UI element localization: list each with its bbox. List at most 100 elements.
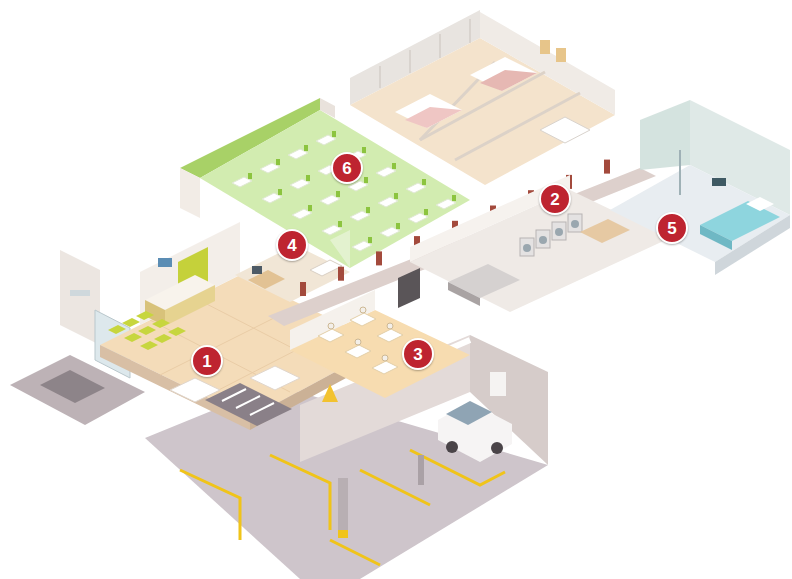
washer-door [555, 228, 563, 236]
door [300, 282, 306, 296]
plant [276, 159, 280, 165]
bathroom [540, 117, 590, 143]
glass-partition [330, 230, 350, 268]
waiting-chair [108, 325, 126, 334]
waiting-chair [138, 326, 156, 335]
pillar [338, 478, 348, 538]
dining-table [372, 361, 398, 374]
reception-desk [165, 285, 215, 326]
dining-table [377, 329, 403, 342]
bedroom-floor [350, 38, 615, 185]
chair [387, 323, 393, 329]
callout-number: 3 [402, 338, 434, 370]
chair [382, 355, 388, 361]
plant [338, 221, 342, 227]
waiting-chair [124, 333, 142, 342]
sofa [250, 366, 300, 390]
wall-lamp [70, 290, 90, 296]
post [418, 455, 424, 485]
plant [304, 145, 308, 151]
chair [328, 323, 334, 329]
picture [540, 40, 550, 54]
callout-number: 6 [331, 152, 363, 184]
car-wheel [491, 442, 503, 454]
plant [248, 173, 252, 179]
cabinet [310, 260, 342, 276]
shelf [398, 268, 420, 308]
wet-floor-sign [322, 384, 338, 402]
waiting-chair [154, 334, 172, 343]
stairs [222, 389, 274, 415]
bed-cover [480, 70, 537, 91]
washing-machine [520, 238, 534, 256]
pillar [338, 530, 348, 538]
slab-edge [100, 345, 250, 430]
kitchen-counter [448, 282, 480, 306]
plant [452, 195, 456, 201]
callout-number: 2 [539, 183, 571, 215]
plant [392, 163, 396, 169]
plant [368, 237, 372, 243]
washer-door [539, 236, 547, 244]
dining-table [345, 345, 371, 358]
plant [364, 177, 368, 183]
wall [320, 98, 335, 118]
plant [278, 189, 282, 195]
door [338, 267, 344, 281]
plant [308, 205, 312, 211]
picture [556, 48, 566, 62]
door [604, 160, 610, 174]
door [376, 251, 382, 265]
waiting-chair [122, 318, 140, 327]
chair [360, 307, 366, 313]
washing-machine [568, 214, 582, 232]
plant [306, 175, 310, 181]
wall [410, 175, 570, 262]
dining-table [350, 313, 376, 326]
washing-machine [552, 222, 566, 240]
bed-cover [405, 107, 462, 128]
dining-table [318, 329, 344, 342]
wall [180, 168, 200, 218]
wall [60, 250, 100, 345]
ward-floor [610, 165, 790, 262]
washer-door [523, 244, 531, 252]
glass-partition [640, 100, 690, 170]
hospital-bed [700, 225, 732, 250]
entrance-mat [40, 370, 105, 403]
plant [396, 223, 400, 229]
bed [470, 57, 537, 91]
washing-machine [536, 230, 550, 248]
plant [422, 179, 426, 185]
car-wheel [446, 441, 458, 453]
plant [332, 131, 336, 137]
monitor [252, 266, 262, 274]
car-window [446, 401, 492, 425]
sofa [170, 378, 220, 402]
callout-number: 1 [191, 345, 223, 377]
monitor [712, 178, 726, 186]
charger [490, 372, 506, 396]
waiting-chair [140, 341, 158, 350]
desk [580, 219, 630, 243]
plant [336, 191, 340, 197]
waiting-chair [152, 319, 170, 328]
callout-number: 5 [656, 212, 688, 244]
washer-door [571, 220, 579, 228]
waiting-chair [168, 327, 186, 336]
callout-number: 4 [276, 229, 308, 261]
plant [362, 147, 366, 153]
chair [355, 339, 361, 345]
plant [424, 209, 428, 215]
pillow [746, 197, 774, 211]
parking-lines [180, 450, 505, 565]
plant [366, 207, 370, 213]
screen [158, 258, 172, 267]
reception-wall [140, 222, 240, 325]
plant [394, 193, 398, 199]
iv-stand [679, 150, 681, 195]
waiting-chair [136, 311, 154, 320]
